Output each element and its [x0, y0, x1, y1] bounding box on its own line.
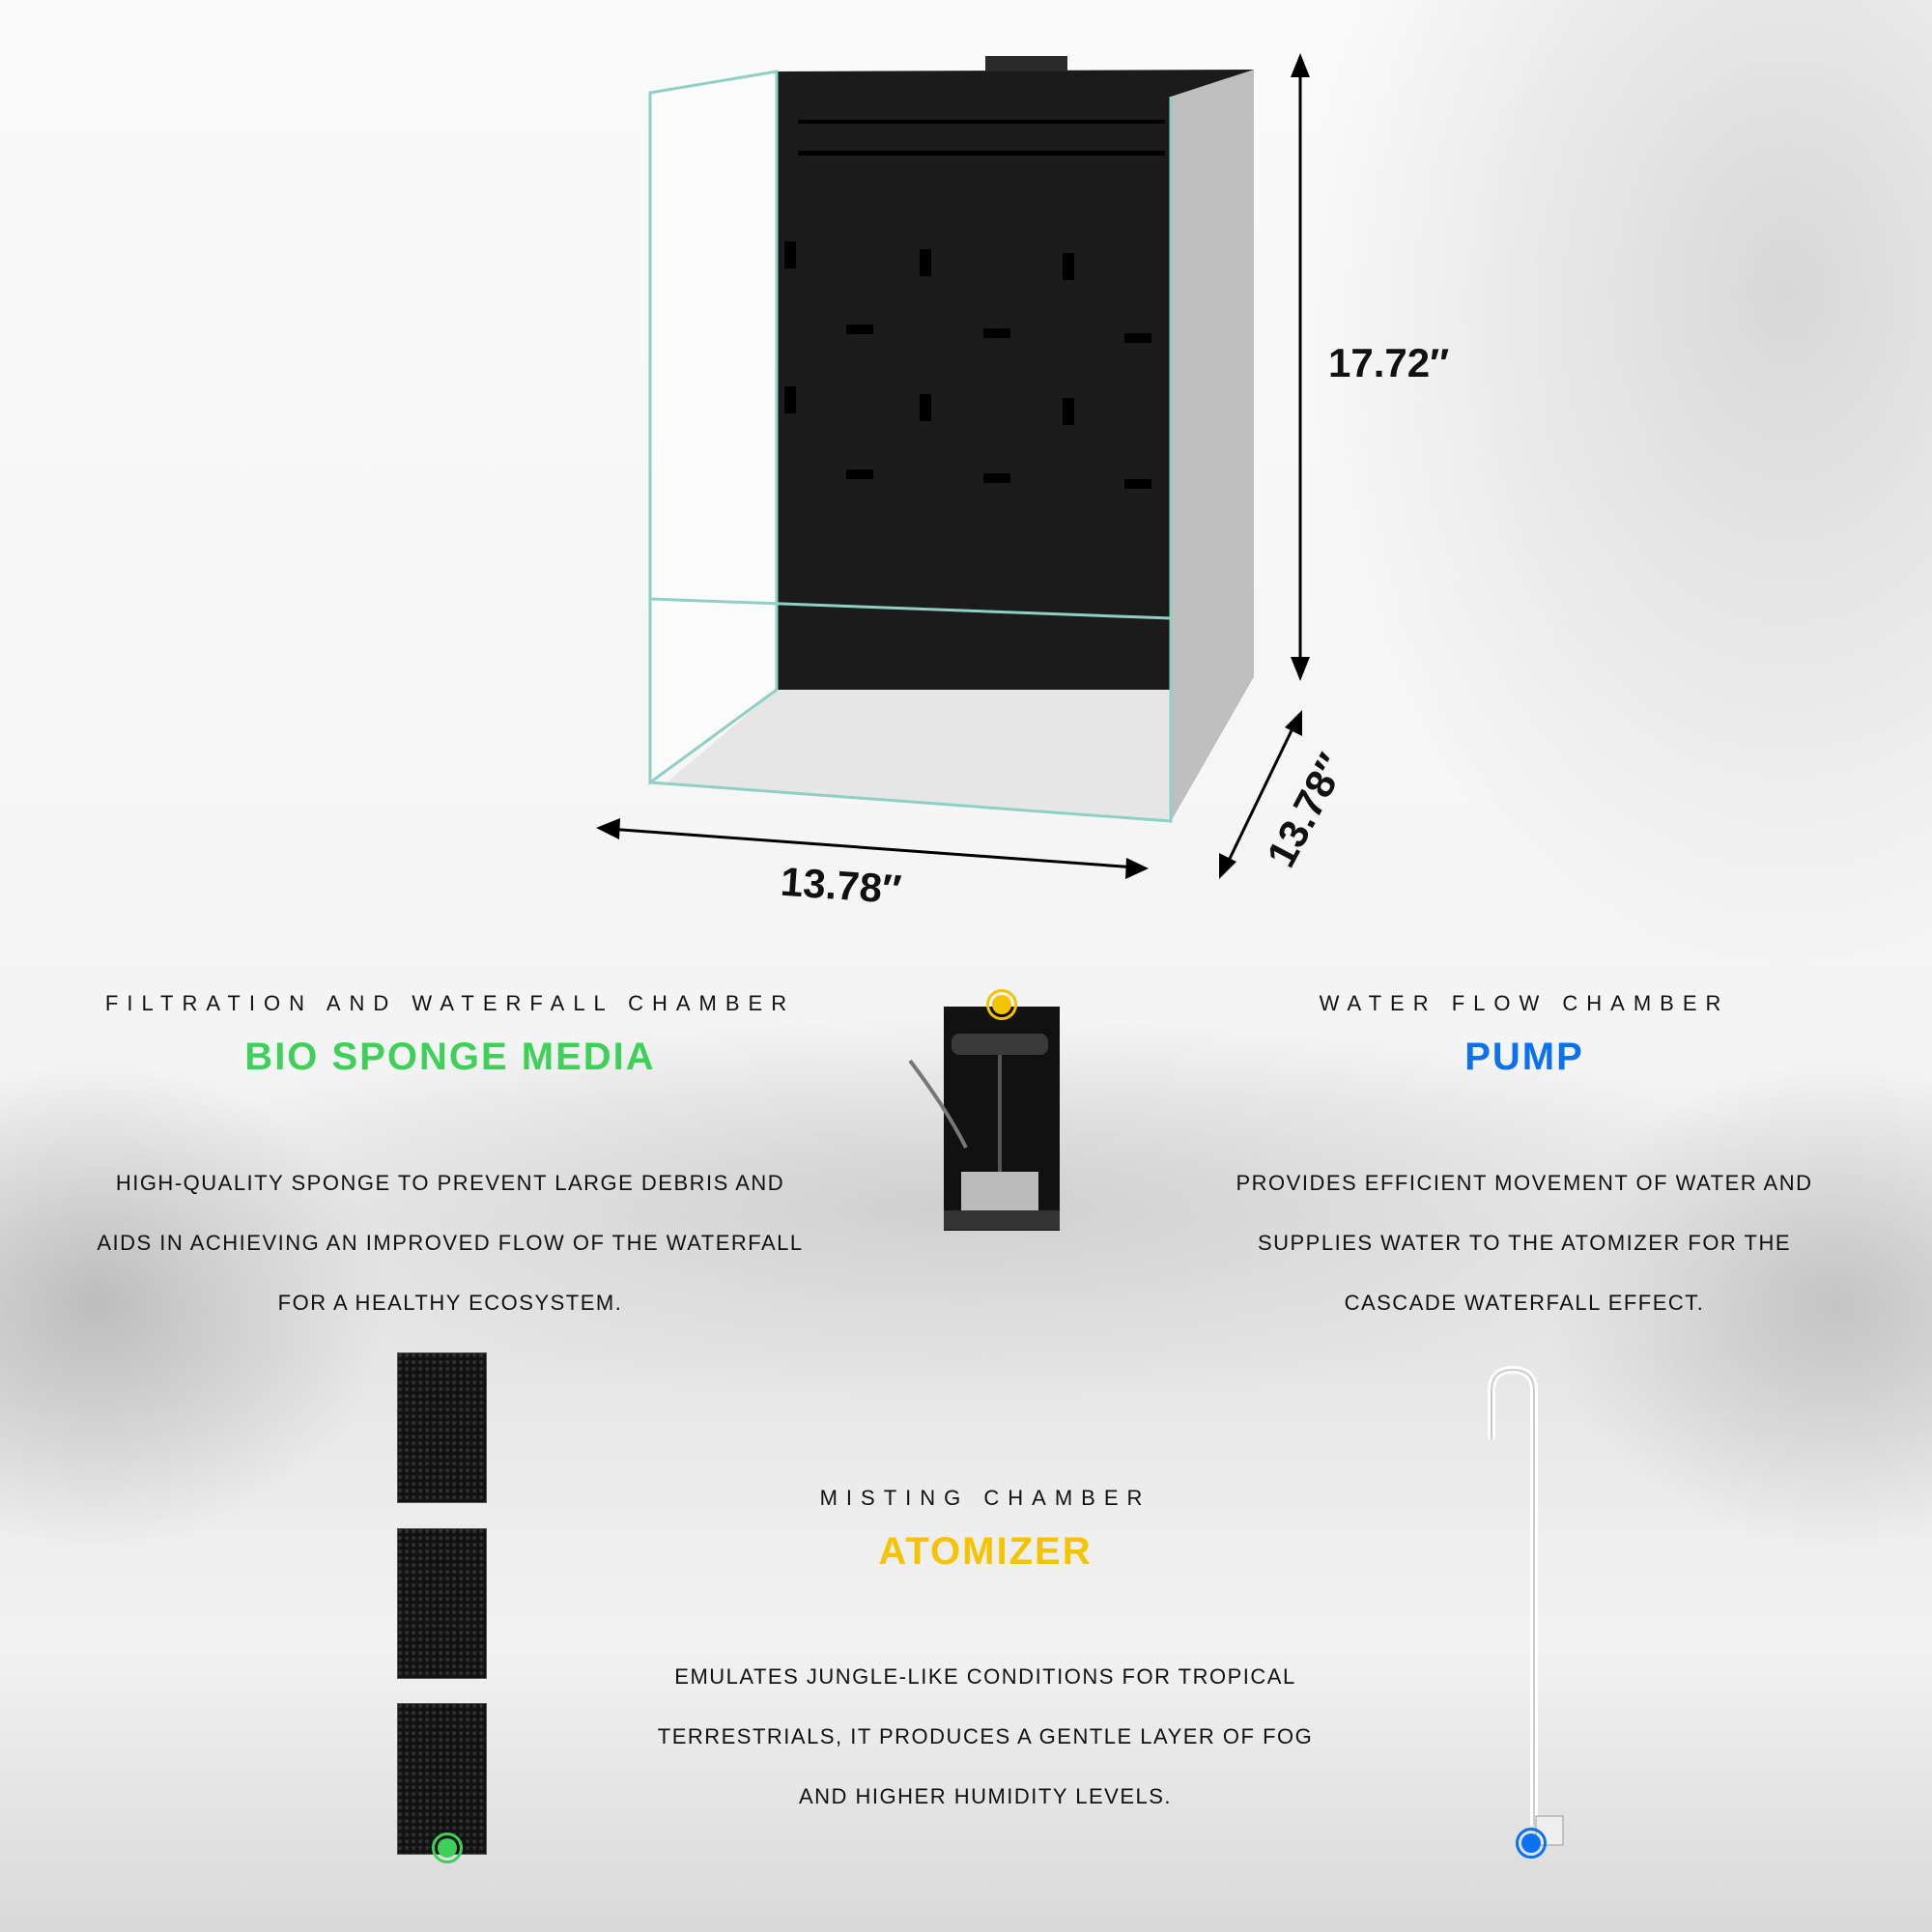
- misting-body: EMULATES JUNGLE-LIKE CONDITIONS FOR TROP…: [658, 1647, 1314, 1827]
- misting-title: ATOMIZER: [878, 1530, 1093, 1573]
- filtration-title: BIO SPONGE MEDIA: [244, 1036, 656, 1078]
- body-line: PROVIDES EFFICIENT MOVEMENT OF WATER AND: [1236, 1171, 1813, 1195]
- green-hotspot-icon[interactable]: [432, 1833, 463, 1863]
- body-line: AIDS IN ACHIEVING AN IMPROVED FLOW OF TH…: [97, 1231, 804, 1255]
- body-line: FOR A HEALTHY ECOSYSTEM.: [277, 1291, 623, 1315]
- body-line: TERRESTRIALS, IT PRODUCES A GENTLE LAYER…: [657, 1724, 1314, 1748]
- sponge-image: [397, 1528, 487, 1679]
- terrarium-image: [596, 53, 1310, 879]
- filtration-subtitle: FILTRATION AND WATERFALL CHAMBER: [104, 991, 796, 1015]
- body-line: HIGH-QUALITY SPONGE TO PREVENT LARGE DEB…: [115, 1171, 785, 1195]
- atomizer-tube-image: [1488, 1365, 1564, 1846]
- body-line: CASCADE WATERFALL EFFECT.: [1344, 1291, 1705, 1315]
- water-flow-title: PUMP: [1464, 1036, 1584, 1078]
- yellow-hotspot-icon[interactable]: [986, 989, 1017, 1020]
- misting-subtitle: MISTING CHAMBER: [819, 1486, 1151, 1510]
- body-line: AND HIGHER HUMIDITY LEVELS.: [798, 1784, 1173, 1808]
- body-line: SUPPLIES WATER TO THE ATOMIZER FOR THE: [1257, 1231, 1792, 1255]
- width-dimension-label: 13.78″: [779, 858, 903, 913]
- sponge-image: [397, 1703, 487, 1855]
- body-line: EMULATES JUNGLE-LIKE CONDITIONS FOR TROP…: [674, 1664, 1296, 1689]
- height-dimension-label: 17.72″: [1328, 340, 1450, 385]
- sponge-image: [397, 1352, 487, 1503]
- filtration-body: HIGH-QUALITY SPONGE TO PREVENT LARGE DEB…: [97, 1153, 803, 1333]
- dimension-arrows: [608, 68, 1302, 869]
- blue-hotspot-icon[interactable]: [1516, 1828, 1547, 1859]
- pump-image: [908, 1007, 1060, 1231]
- water-flow-body: PROVIDES EFFICIENT MOVEMENT OF WATER AND…: [1236, 1153, 1812, 1333]
- water-flow-subtitle: WATER FLOW CHAMBER: [1319, 991, 1730, 1015]
